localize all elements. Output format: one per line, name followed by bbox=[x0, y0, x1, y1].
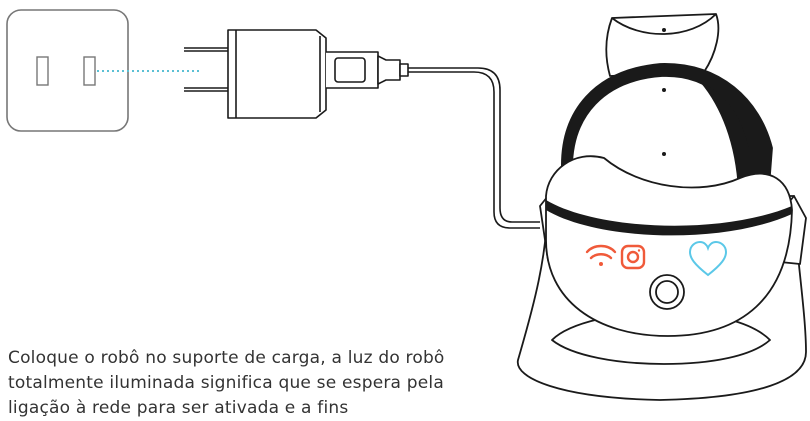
wall-outlet-icon bbox=[6, 9, 129, 132]
wifi-icon bbox=[585, 244, 617, 266]
power-button-icon bbox=[649, 274, 685, 310]
charging-cable bbox=[408, 67, 540, 223]
charging-diagram bbox=[6, 9, 807, 401]
instruction-line: Coloque o robô no suporte de carga, a lu… bbox=[8, 348, 445, 368]
power-adapter-icon bbox=[184, 29, 409, 119]
instruction-line: ligação à rede para ser ativada e a fins bbox=[8, 398, 349, 418]
illustration bbox=[6, 9, 807, 401]
camera-icon bbox=[620, 244, 646, 270]
robot-on-charging-dock bbox=[517, 13, 807, 401]
instruction-line: totalmente iluminada significa que se es… bbox=[8, 373, 444, 393]
instruction-text: Coloque o robô no suporte de carga, a lu… bbox=[8, 346, 508, 421]
heart-icon bbox=[688, 240, 728, 277]
